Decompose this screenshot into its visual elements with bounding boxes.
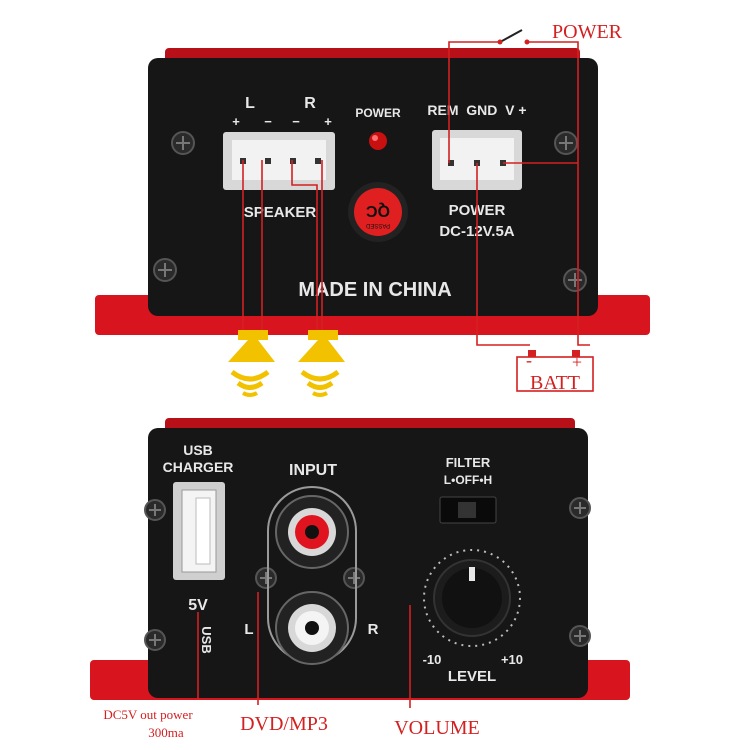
power-led-glint (372, 135, 378, 141)
front-panel: USB CHARGER 5V USB INPUT L R FILTER L•OF… (90, 418, 630, 700)
speaker-left-label: L (245, 95, 255, 112)
made-in-label: MADE IN CHINA (298, 279, 451, 301)
screw-icon (144, 499, 166, 521)
speaker-label: SPEAKER (244, 204, 317, 221)
rca-jack-icon (275, 495, 349, 569)
qc-sticker (354, 188, 402, 236)
speaker-icon (228, 330, 275, 397)
screw-icon (563, 268, 587, 292)
switch-icon (497, 29, 530, 45)
filter-switch-slider[interactable] (458, 502, 476, 518)
battery-label: BATT (530, 372, 580, 394)
input-right-label: R (368, 621, 379, 638)
screw-icon (153, 258, 177, 282)
screw-icon (554, 131, 578, 155)
usb-note-line1: DC5V out power (103, 707, 193, 722)
rear-panel: L R + − − + SPEAKER POWER QC PASSED REM … (95, 48, 650, 335)
wiring-diagram-bottom (197, 592, 411, 708)
polarity-minus: − (264, 114, 272, 129)
battery-icon (516, 350, 594, 392)
usb-port-icon (173, 482, 225, 580)
screw-icon (343, 567, 365, 589)
speaker-connector-inner (232, 140, 326, 180)
power-led (369, 132, 387, 150)
usb-voltage: 5V (188, 597, 208, 614)
battery-minus: - (526, 350, 532, 370)
screw-icon (569, 497, 591, 519)
usb-logo: USB (199, 626, 214, 653)
level-min: -10 (423, 652, 442, 667)
dvd-annotation: DVD/MP3 (240, 713, 328, 735)
usb-label-line2: CHARGER (163, 459, 234, 475)
wiring-diagram-top (242, 41, 590, 346)
level-label: LEVEL (448, 668, 496, 685)
polarity-plus: + (324, 114, 332, 129)
qc-sticker-sub: PASSED (365, 222, 390, 228)
screw-icon (144, 629, 166, 651)
rca-jack-icon (275, 591, 349, 665)
screw-icon (569, 625, 591, 647)
speaker-right-label: R (304, 95, 316, 112)
polarity-minus: − (292, 114, 300, 129)
input-left-label: L (244, 621, 253, 638)
screw-icon (171, 131, 195, 155)
battery-plus: + (572, 352, 582, 372)
level-max: +10 (501, 652, 523, 667)
power-switch-annotation: POWER (552, 21, 623, 43)
input-label: INPUT (289, 462, 337, 479)
usb-label-line1: USB (183, 442, 213, 458)
polarity-plus: + (232, 114, 240, 129)
knob-icon[interactable] (423, 549, 521, 647)
volume-annotation: VOLUME (394, 717, 480, 739)
power-led-label: POWER (355, 106, 401, 120)
filter-label-line1: FILTER (446, 455, 491, 470)
speaker-icon (298, 330, 345, 397)
qc-sticker-text: QC (366, 202, 390, 219)
power-terminal-labels: REM GND V + (427, 102, 526, 118)
usb-note-line2: 300ma (148, 725, 184, 740)
filter-label-line2: L•OFF•H (444, 473, 492, 487)
screw-icon (255, 567, 277, 589)
